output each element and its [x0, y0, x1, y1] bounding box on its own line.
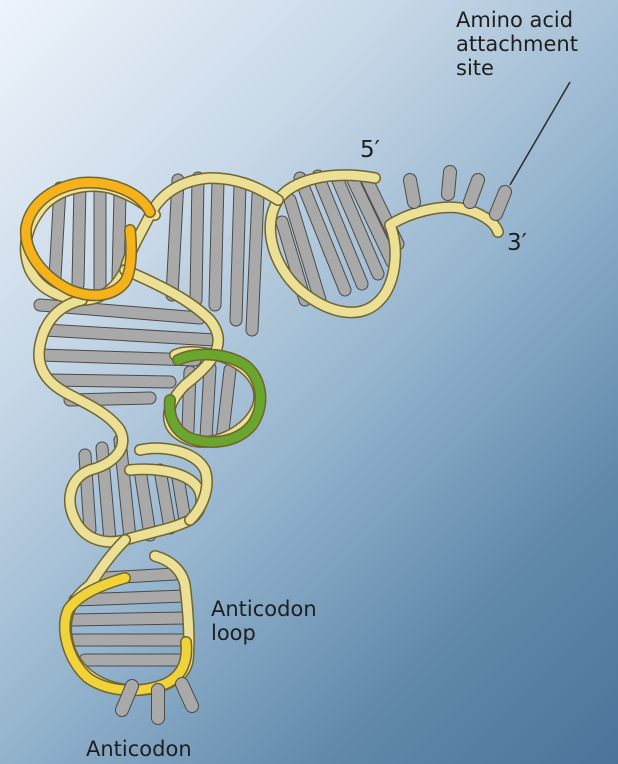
base-pair-rod [178, 478, 185, 520]
three-prime-label: 3′ [507, 231, 527, 255]
amino-acid-label-line1: Amino acid [456, 8, 578, 32]
anticodon-base [122, 686, 132, 710]
base-pair-rod [78, 184, 80, 285]
base-pair-rod [45, 330, 215, 340]
anticodon-bases [122, 684, 192, 718]
anticodon-loop-label-line1: Anticodon [211, 597, 317, 621]
anticodon-label: Anticodon [86, 737, 192, 761]
acceptor-base [410, 180, 414, 202]
amino-acid-label-line2: attachment [456, 32, 578, 56]
base-pair-rod [215, 180, 218, 305]
base-pair-rod [252, 195, 258, 330]
anticodon-loop-label: Anticodon loop [211, 597, 317, 645]
base-pair-rod [206, 368, 210, 438]
base-pair-rod [160, 470, 170, 528]
base-pair-rod [236, 185, 240, 320]
base-pair-rod [50, 380, 170, 382]
amino-acid-label-line3: site [456, 56, 578, 80]
acceptor-base [470, 180, 478, 202]
five-prime-label: 5′ [360, 138, 380, 162]
base-pair-rod [140, 470, 150, 535]
acceptor-base [496, 192, 505, 214]
base-pair-rod [196, 178, 198, 300]
base-pair-rod [72, 618, 186, 620]
amino-acid-attachment-site-label: Amino acid attachment site [456, 8, 578, 80]
anticodon-base [182, 684, 192, 706]
amino-acid-pointer-line [510, 82, 570, 185]
anticodon-loop-label-line2: loop [211, 621, 317, 645]
base-pair-rod [172, 180, 178, 295]
acceptor-base [448, 172, 450, 194]
